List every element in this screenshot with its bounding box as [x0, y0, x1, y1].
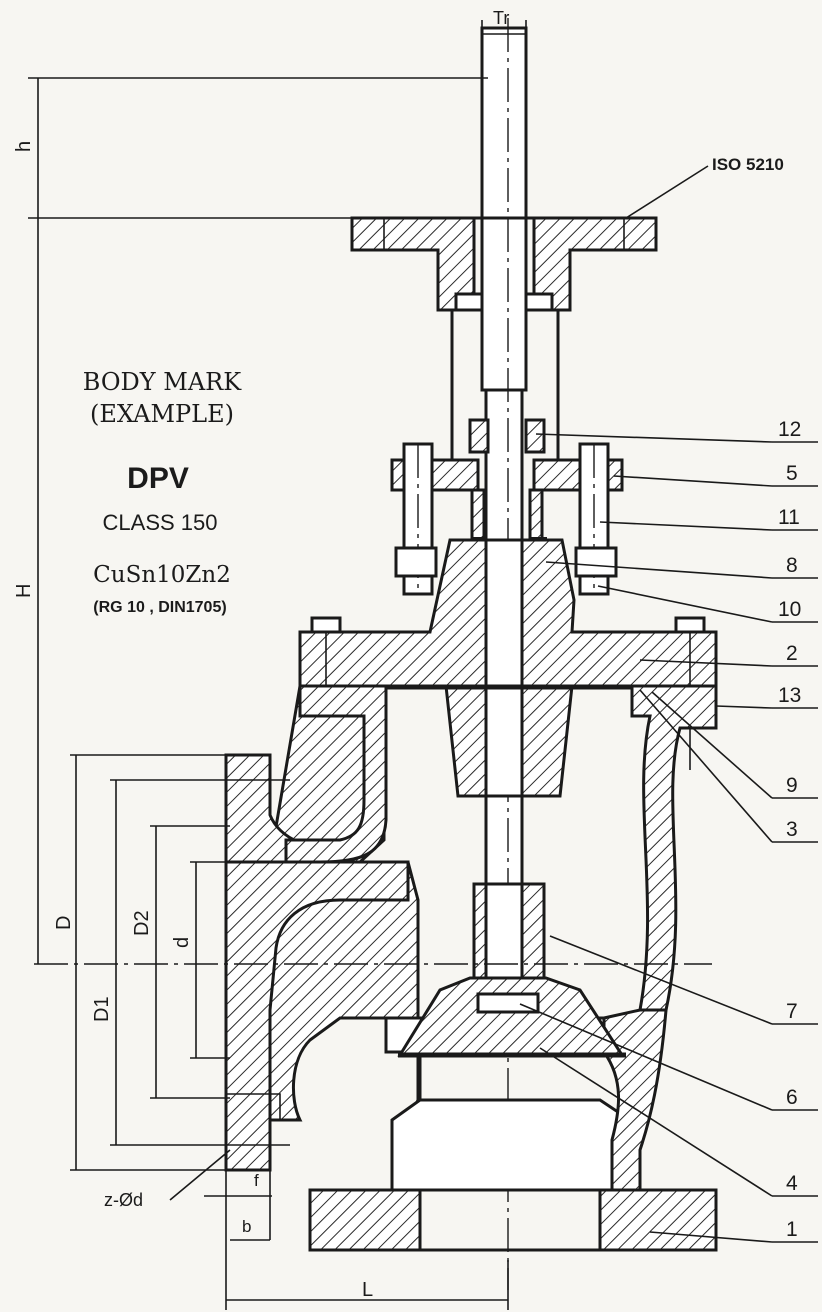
label-iso: ISO 5210	[712, 155, 784, 174]
part-12: 12	[778, 418, 801, 441]
bonnet-2	[298, 538, 718, 798]
label-D: D	[53, 916, 75, 930]
material-standard: (RG 10 , DIN1705)	[93, 599, 226, 616]
part-numbers: 12 5 11 8 10 2 13 9 3 7 6 4 1	[778, 418, 801, 1241]
label-H: H	[13, 584, 35, 598]
part-5: 5	[786, 462, 798, 485]
part-9: 9	[786, 774, 798, 797]
label-d: d	[171, 937, 193, 948]
disc-4	[397, 976, 626, 1058]
packing-ring-12	[468, 418, 546, 454]
label-h: h	[13, 141, 35, 152]
part-6: 6	[786, 1086, 798, 1109]
guide-7	[472, 882, 546, 980]
part-8: 8	[786, 554, 798, 577]
part-leaders	[519, 433, 818, 1243]
label-z: z-Ød	[104, 1190, 143, 1210]
label-b: b	[242, 1217, 251, 1236]
part-2: 2	[786, 642, 798, 665]
top-flange	[350, 216, 658, 470]
body-mark-example: (EXAMPLE)	[90, 400, 234, 428]
body-1	[224, 684, 718, 1252]
label-D2: D2	[131, 910, 153, 936]
label-f: f	[254, 1171, 259, 1190]
dimension-lines	[28, 20, 712, 1310]
body-mark: BODY MARK (EXAMPLE) DPV CLASS 150 CuSn10…	[83, 368, 242, 616]
label-D1: D1	[91, 996, 113, 1022]
part-4: 4	[786, 1172, 798, 1195]
body-mark-title: BODY MARK	[83, 368, 242, 396]
nut-6	[476, 992, 540, 1014]
material-code: CuSn10Zn2	[93, 562, 231, 588]
part-11: 11	[778, 506, 800, 529]
gland-bolts-11	[394, 442, 618, 596]
part-3: 3	[786, 818, 798, 841]
part-7: 7	[786, 1000, 798, 1023]
class-rating: CLASS 150	[103, 510, 218, 535]
label-tr: Tr	[493, 8, 509, 28]
brand-mark: DPV	[127, 462, 189, 495]
part-13: 13	[778, 684, 801, 707]
label-L: L	[362, 1279, 373, 1301]
part-10: 10	[778, 598, 801, 621]
part-1: 1	[786, 1218, 798, 1241]
